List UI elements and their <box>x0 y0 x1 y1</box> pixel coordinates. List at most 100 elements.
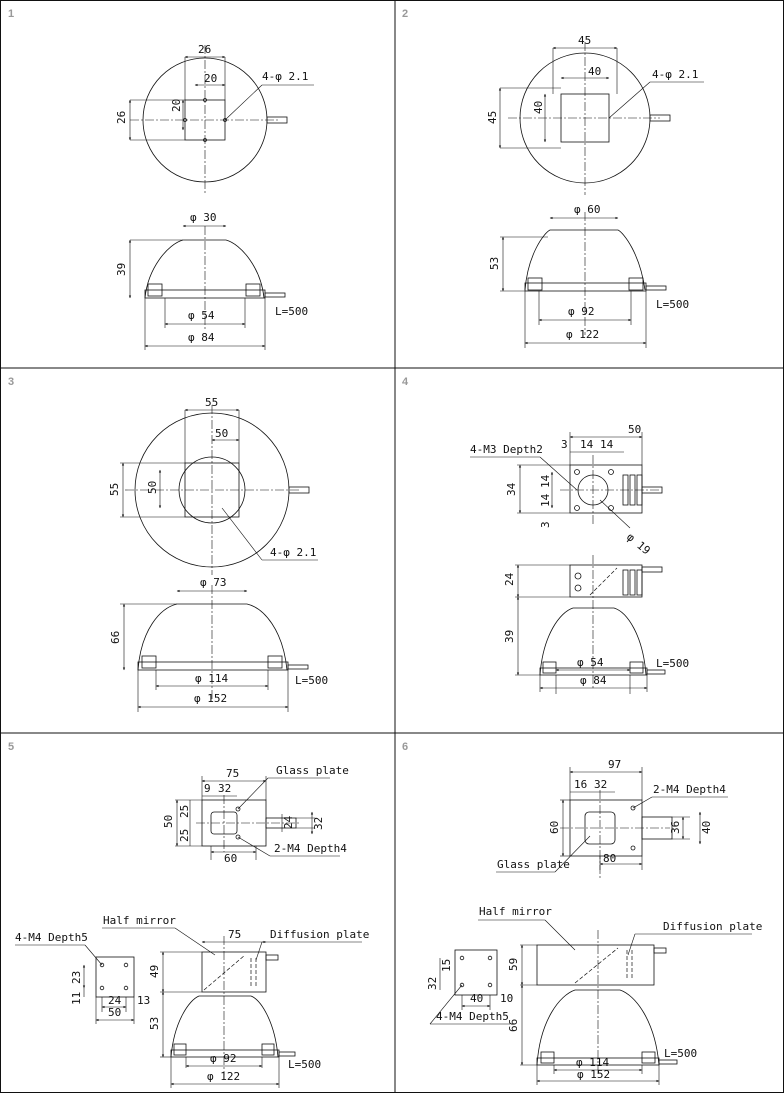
panel-6: 6 97 16 32 2-M4 Depth4 60 36 40 80 Glass… <box>402 741 762 1085</box>
p6-half-mirror-label: Half mirror <box>479 905 552 918</box>
p6-dim-16: 16 <box>574 778 587 791</box>
p5-diffusion-plate-label: Diffusion plate <box>270 928 369 941</box>
p6-thread-callout-side: 4-M4 Depth5 <box>436 1010 509 1023</box>
panel-3: 3 55 50 55 50 4-φ 2.1 φ 73 66 φ 114 φ 1 <box>8 376 328 712</box>
p4-dim-phi19: φ 19 <box>624 530 653 557</box>
panel-6-number: 6 <box>402 741 408 753</box>
p5-dim-49: 49 <box>148 965 161 978</box>
p4-dim-34: 34 <box>505 482 518 496</box>
p6-dim-phi114: φ 114 <box>576 1056 609 1069</box>
p3-dim-phi114: φ 114 <box>195 672 228 685</box>
p6-dim-60: 60 <box>548 821 561 834</box>
p4-dim-3-side: 3 <box>539 521 552 528</box>
p5-dim-25-a: 25 <box>178 805 191 818</box>
p5-dim-53: 53 <box>148 1017 161 1030</box>
p6-dim-66: 66 <box>507 1019 520 1032</box>
p4-dim-50: 50 <box>628 423 641 436</box>
p4-dim-14-side-a: 14 <box>539 474 552 488</box>
p2-dim-phi92: φ 92 <box>568 305 595 318</box>
panel-4: 4 50 3 14 14 4-M3 Depth2 34 14 14 3 φ 19 <box>402 376 689 694</box>
p3-dim-50-top: 50 <box>215 427 228 440</box>
panel-3-number: 3 <box>8 376 14 388</box>
p6-dim-59: 59 <box>507 958 520 971</box>
p4-dim-14-side-b: 14 <box>539 493 552 507</box>
p3-cable-length: L=500 <box>295 674 328 687</box>
p1-cable-length: L=500 <box>275 305 308 318</box>
p2-dim-40-top: 40 <box>588 65 601 78</box>
p1-dim-phi54: φ 54 <box>188 309 215 322</box>
panel-2-number: 2 <box>402 8 408 20</box>
p6-thread-callout-top: 2-M4 Depth4 <box>653 783 726 796</box>
panel-5: 5 75 9 32 Glass plate 50 25 25 24 32 60 … <box>8 741 369 1088</box>
p5-dim-11: 11 <box>70 992 83 1005</box>
p6-dim-15: 15 <box>440 959 453 972</box>
p5-dim-75-top: 75 <box>226 767 239 780</box>
p3-dim-66: 66 <box>109 631 122 644</box>
p1-dim-20-side: 20 <box>170 99 183 112</box>
p5-dim-24-side: 24 <box>108 994 122 1007</box>
p5-thread-callout-side: 4-M4 Depth5 <box>15 931 88 944</box>
p4-dim-14-top-a: 14 <box>580 438 594 451</box>
p1-dim-26-side: 26 <box>115 111 128 124</box>
p5-dim-75-front: 75 <box>228 928 241 941</box>
p5-dim-50-side: 50 <box>108 1006 121 1019</box>
p6-diffusion-plate-label: Diffusion plate <box>663 920 762 933</box>
p3-dim-phi152: φ 152 <box>194 692 227 705</box>
p1-dim-20-top: 20 <box>204 72 217 85</box>
p4-dim-24: 24 <box>503 572 516 586</box>
panel-1: 1 26 20 20 26 4-φ 2.1 φ 30 39 φ 54 <box>8 8 314 350</box>
p4-dim-phi84: φ 84 <box>580 674 607 687</box>
p4-cable-length: L=500 <box>656 657 689 670</box>
p2-dim-45-side: 45 <box>486 111 499 124</box>
p1-dim-26-top: 26 <box>198 43 211 56</box>
p2-cable-length: L=500 <box>656 298 689 311</box>
p3-dim-50-side: 50 <box>146 481 159 494</box>
p6-dim-40: 40 <box>700 821 713 834</box>
p5-half-mirror-label: Half mirror <box>103 914 176 927</box>
p5-dim-25-b: 25 <box>178 829 191 842</box>
p5-thread-callout-top: 2-M4 Depth4 <box>274 842 347 855</box>
p6-dim-32-top: 32 <box>594 778 607 791</box>
p1-hole-callout: 4-φ 2.1 <box>262 70 308 83</box>
p3-dim-phi73: φ 73 <box>200 576 227 589</box>
p3-dim-55-side: 55 <box>108 483 121 496</box>
p1-dim-phi84: φ 84 <box>188 331 215 344</box>
p2-hole-callout: 4-φ 2.1 <box>652 68 698 81</box>
p2-dim-40-side: 40 <box>532 101 545 114</box>
p2-dim-phi122: φ 122 <box>566 328 599 341</box>
p1-dim-39: 39 <box>115 263 128 276</box>
p5-dim-13: 13 <box>137 994 150 1007</box>
p5-dim-23: 23 <box>70 971 83 984</box>
p5-dim-9: 9 <box>204 782 211 795</box>
p5-dim-phi122: φ 122 <box>207 1070 240 1083</box>
p6-dim-80: 80 <box>603 852 616 865</box>
p5-dim-32-top: 32 <box>218 782 231 795</box>
p5-dim-32-side: 32 <box>312 817 325 830</box>
panel-4-number: 4 <box>402 376 409 388</box>
p4-dim-39: 39 <box>503 630 516 643</box>
p5-dim-60: 60 <box>224 852 237 865</box>
p6-dim-40-side: 40 <box>470 992 483 1005</box>
panel-5-number: 5 <box>8 741 14 753</box>
p2-dim-45-top: 45 <box>578 34 591 47</box>
p6-dim-10: 10 <box>500 992 513 1005</box>
p4-dim-3-top: 3 <box>561 438 568 451</box>
p5-dim-50: 50 <box>162 815 175 828</box>
p5-dim-24: 24 <box>282 815 295 829</box>
p6-dim-97: 97 <box>608 758 621 771</box>
p2-dim-phi60: φ 60 <box>574 203 601 216</box>
panel-1-number: 1 <box>8 8 14 20</box>
p2-dim-53: 53 <box>488 257 501 270</box>
p6-dim-phi152: φ 152 <box>577 1068 610 1081</box>
p6-dim-36: 36 <box>669 821 682 834</box>
panel-2: 2 45 40 40 45 4-φ 2.1 φ 60 53 φ 92 φ 122 <box>402 8 704 348</box>
p6-dim-32-side: 32 <box>426 977 439 990</box>
p3-hole-callout: 4-φ 2.1 <box>270 546 316 559</box>
p4-dim-14-top-b: 14 <box>600 438 614 451</box>
p4-thread-callout: 4-M3 Depth2 <box>470 443 543 456</box>
p3-dim-55-top: 55 <box>205 396 218 409</box>
p4-dim-phi54: φ 54 <box>577 656 604 669</box>
p5-glass-plate-label: Glass plate <box>276 764 349 777</box>
p6-cable-length: L=500 <box>664 1047 697 1060</box>
p5-cable-length: L=500 <box>288 1058 321 1071</box>
